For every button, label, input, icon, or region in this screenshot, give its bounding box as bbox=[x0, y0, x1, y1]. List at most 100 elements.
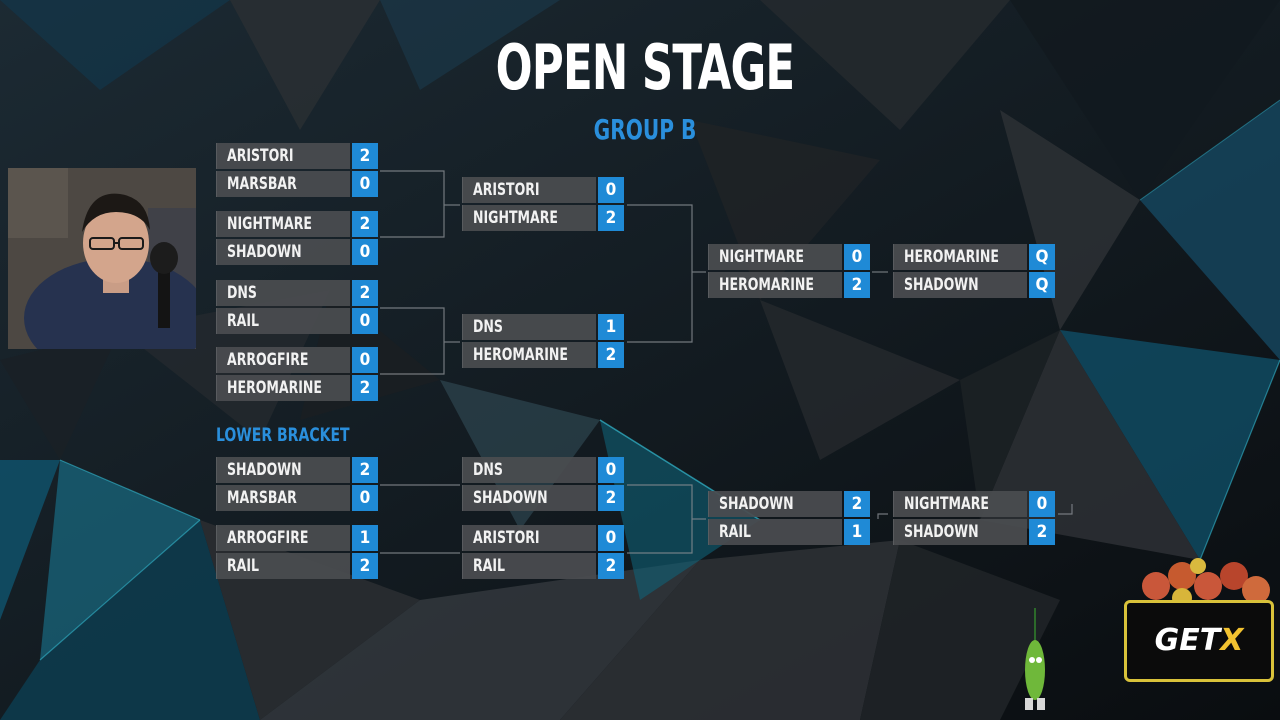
bracket-match: SHADOWN 2 RAIL 1 bbox=[708, 491, 872, 547]
team-name: ARISTORI bbox=[227, 146, 294, 166]
team-name: HEROMARINE bbox=[904, 247, 999, 267]
team-slot: NIGHTMARE bbox=[708, 244, 842, 270]
team-slot: RAIL bbox=[462, 553, 596, 579]
team-name: DNS bbox=[473, 460, 503, 480]
team-name: HEROMARINE bbox=[719, 275, 814, 295]
team-score: 2 bbox=[352, 375, 378, 401]
team-score: 2 bbox=[352, 280, 378, 306]
team-slot: ARISTORI bbox=[462, 525, 596, 551]
team-name: HEROMARINE bbox=[227, 378, 322, 398]
team-row: SHADOWN 2 bbox=[462, 485, 626, 511]
team-row: MARSBAR 0 bbox=[216, 485, 380, 511]
team-score: 0 bbox=[598, 177, 624, 203]
team-row: DNS 1 bbox=[462, 314, 626, 340]
team-name: RAIL bbox=[227, 311, 260, 331]
team-name: RAIL bbox=[473, 556, 506, 576]
team-slot: ARROGFIRE bbox=[216, 347, 350, 373]
team-slot: SHADOWN bbox=[216, 239, 350, 265]
team-slot: HEROMARINE bbox=[216, 375, 350, 401]
team-row: SHADOWN 2 bbox=[893, 519, 1057, 545]
team-name: SHADOWN bbox=[904, 522, 979, 542]
bracket-match: DNS 2 RAIL 0 bbox=[216, 280, 380, 336]
team-row: SHADOWN 2 bbox=[216, 457, 380, 483]
team-name: SHADOWN bbox=[227, 242, 302, 262]
team-row: ARISTORI 0 bbox=[462, 525, 626, 551]
team-score: 2 bbox=[598, 553, 624, 579]
team-slot: SHADOWN bbox=[708, 491, 842, 517]
team-slot: NIGHTMARE bbox=[893, 491, 1027, 517]
team-score: 0 bbox=[352, 171, 378, 197]
team-name: DNS bbox=[227, 283, 257, 303]
team-score: 2 bbox=[844, 272, 870, 298]
team-row: ARROGFIRE 1 bbox=[216, 525, 380, 551]
bracket-match: NIGHTMARE 2 SHADOWN 0 bbox=[216, 211, 380, 267]
team-score: 0 bbox=[844, 244, 870, 270]
team-score: 2 bbox=[598, 485, 624, 511]
team-score: 0 bbox=[352, 485, 378, 511]
team-row: RAIL 1 bbox=[708, 519, 872, 545]
team-slot: RAIL bbox=[708, 519, 842, 545]
team-score: 1 bbox=[844, 519, 870, 545]
team-slot: SHADOWN bbox=[893, 272, 1027, 298]
team-name: SHADOWN bbox=[227, 460, 302, 480]
team-slot: SHADOWN bbox=[462, 485, 596, 511]
team-row: HEROMARINE Q bbox=[893, 244, 1057, 270]
team-slot: MARSBAR bbox=[216, 171, 350, 197]
team-slot: ARISTORI bbox=[216, 143, 350, 169]
team-score: 2 bbox=[598, 342, 624, 368]
team-score: 2 bbox=[352, 457, 378, 483]
team-row: ARROGFIRE 0 bbox=[216, 347, 380, 373]
team-score: 2 bbox=[844, 491, 870, 517]
bracket-match: ARROGFIRE 1 RAIL 2 bbox=[216, 525, 380, 581]
team-score: 0 bbox=[598, 525, 624, 551]
team-name: MARSBAR bbox=[227, 174, 297, 194]
team-slot: DNS bbox=[216, 280, 350, 306]
team-score: 2 bbox=[352, 211, 378, 237]
team-name: ARROGFIRE bbox=[227, 528, 309, 548]
team-name: SHADOWN bbox=[473, 488, 548, 508]
team-name: SHADOWN bbox=[719, 494, 794, 514]
team-score: 0 bbox=[1029, 491, 1055, 517]
qualified-badge: Q bbox=[1029, 272, 1055, 298]
team-row: NIGHTMARE 2 bbox=[216, 211, 380, 237]
team-row: SHADOWN Q bbox=[893, 272, 1057, 298]
team-slot: ARISTORI bbox=[462, 177, 596, 203]
qualified-badge: Q bbox=[1029, 244, 1055, 270]
team-row: MARSBAR 0 bbox=[216, 171, 380, 197]
team-score: 2 bbox=[1029, 519, 1055, 545]
page-title: OPEN STAGE bbox=[495, 31, 795, 104]
bracket-match: ARISTORI 2 MARSBAR 0 bbox=[216, 143, 380, 199]
streamer-webcam bbox=[8, 168, 196, 349]
bracket-match: SHADOWN 2 MARSBAR 0 bbox=[216, 457, 380, 513]
team-name: MARSBAR bbox=[227, 488, 297, 508]
bracket-match: ARISTORI 0 NIGHTMARE 2 bbox=[462, 177, 626, 233]
team-row: DNS 0 bbox=[462, 457, 626, 483]
team-row: ARISTORI 0 bbox=[462, 177, 626, 203]
team-score: 0 bbox=[352, 308, 378, 334]
team-score: 0 bbox=[352, 347, 378, 373]
team-score: 2 bbox=[352, 143, 378, 169]
team-slot: SHADOWN bbox=[216, 457, 350, 483]
team-name: NIGHTMARE bbox=[904, 494, 989, 514]
bracket-match: NIGHTMARE 0 HEROMARINE 2 bbox=[708, 244, 872, 300]
group-subtitle: GROUP B bbox=[593, 113, 697, 146]
team-slot: MARSBAR bbox=[216, 485, 350, 511]
sponsor-balls-decoration bbox=[1142, 558, 1270, 606]
team-slot: NIGHTMARE bbox=[216, 211, 350, 237]
team-name: RAIL bbox=[227, 556, 260, 576]
team-slot: ARROGFIRE bbox=[216, 525, 350, 551]
team-slot: DNS bbox=[462, 457, 596, 483]
team-name: ARISTORI bbox=[473, 528, 540, 548]
team-score: 1 bbox=[352, 525, 378, 551]
team-name: DNS bbox=[473, 317, 503, 337]
team-slot: RAIL bbox=[216, 308, 350, 334]
team-row: NIGHTMARE 0 bbox=[708, 244, 872, 270]
team-slot: HEROMARINE bbox=[462, 342, 596, 368]
team-slot: HEROMARINE bbox=[708, 272, 842, 298]
team-score: 2 bbox=[598, 205, 624, 231]
bracket-match: ARROGFIRE 0 HEROMARINE 2 bbox=[216, 347, 380, 403]
lower-bracket-label: LOWER BRACKET bbox=[216, 424, 350, 446]
team-name: ARROGFIRE bbox=[227, 350, 309, 370]
team-row: RAIL 2 bbox=[216, 553, 380, 579]
team-name: HEROMARINE bbox=[473, 345, 568, 365]
